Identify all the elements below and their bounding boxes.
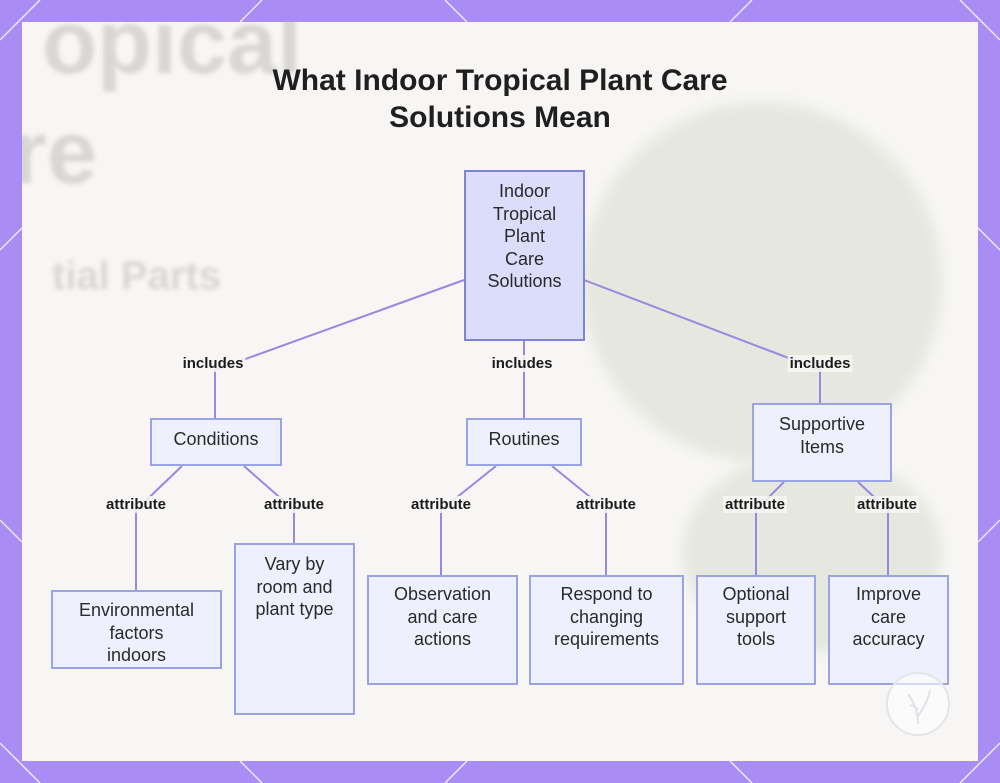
node-text: Solutions xyxy=(487,271,562,291)
node-text: indoors xyxy=(106,645,167,665)
title-line: What Indoor Tropical Plant Care xyxy=(272,64,728,97)
node-text: accuracy xyxy=(852,629,925,649)
node-text: plant type xyxy=(255,599,334,619)
diagram-title: What Indoor Tropical Plant Care Solution… xyxy=(200,62,800,136)
background-leaf xyxy=(582,102,942,462)
background-text: re xyxy=(22,103,98,203)
edge-label-attribute: attribute xyxy=(409,496,473,513)
node-optional-support-tools: Optional support tools xyxy=(696,575,816,685)
edge-label-attribute: attribute xyxy=(723,496,787,513)
node-text: changing xyxy=(569,606,644,627)
node-text: support xyxy=(725,606,787,627)
node-text: and care xyxy=(407,606,478,627)
node-improve-care-accuracy: Improve care accuracy xyxy=(828,575,949,685)
node-text: Observation xyxy=(393,584,492,604)
edge-label-attribute: attribute xyxy=(574,496,638,513)
edge-label-attribute: attribute xyxy=(855,496,919,513)
node-text: Items xyxy=(799,436,844,457)
node-text: requirements xyxy=(553,629,660,649)
title-line: Solutions Mean xyxy=(389,101,611,134)
edge-label-attribute: attribute xyxy=(104,496,168,513)
node-text: actions xyxy=(413,629,472,649)
edge-label-includes: includes xyxy=(180,355,246,372)
edge-routines-observation xyxy=(440,465,497,575)
node-text: Tropical xyxy=(492,203,557,224)
node-text: Supportive xyxy=(778,414,866,434)
edge-label-includes: includes xyxy=(489,355,555,372)
node-text: Optional xyxy=(722,584,790,604)
node-conditions: Conditions xyxy=(150,418,282,466)
watermark-logo-icon xyxy=(886,672,950,736)
node-observation: Observation and care actions xyxy=(367,575,518,685)
node-environmental-factors: Environmental factors indoors xyxy=(51,590,222,669)
edge-root-supportive xyxy=(583,279,821,403)
node-text: Improve xyxy=(855,584,922,604)
edge-routines-respond xyxy=(551,465,607,575)
node-text: Plant xyxy=(503,226,546,246)
node-text: care xyxy=(870,606,906,627)
node-indoor-tropical-plant-care-solutions: Indoor Tropical Plant Care Solutions xyxy=(464,170,585,341)
node-supportive-items: Supportive Items xyxy=(752,403,892,482)
node-text: room and xyxy=(256,576,333,597)
edge-root-conditions xyxy=(214,279,465,418)
node-text: Indoor xyxy=(498,181,551,201)
node-routines: Routines xyxy=(466,418,582,466)
node-text: Respond to xyxy=(560,584,653,604)
edge-label-attribute: attribute xyxy=(262,496,326,513)
node-text: Environmental xyxy=(78,600,195,620)
node-text: Vary by xyxy=(264,554,325,574)
edge-conditions-env xyxy=(135,465,183,590)
background-text: opical xyxy=(42,22,303,93)
background-text: tial Parts xyxy=(52,254,221,298)
node-text: factors xyxy=(109,622,164,643)
node-text: Routines xyxy=(488,429,560,449)
node-text: Care xyxy=(504,248,544,269)
edge-label-includes: includes xyxy=(787,355,853,372)
node-respond: Respond to changing requirements xyxy=(529,575,684,685)
node-text: tools xyxy=(736,629,776,649)
node-vary-by-room: Vary by room and plant type xyxy=(234,543,355,715)
node-text: Conditions xyxy=(173,429,259,449)
